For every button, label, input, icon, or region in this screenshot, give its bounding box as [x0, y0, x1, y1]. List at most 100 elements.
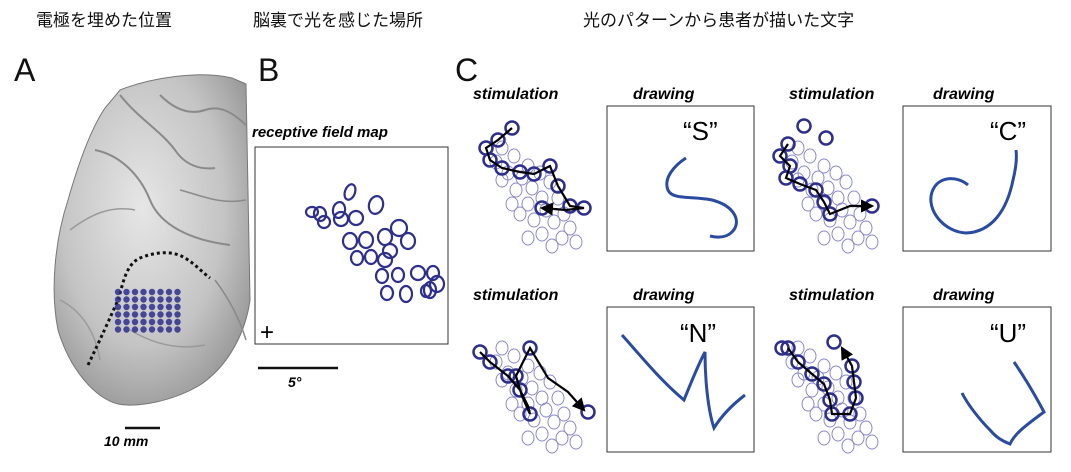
stim-label-2: stimulation: [789, 86, 875, 103]
stimulated-electrode: [472, 344, 488, 360]
electrode-outline: [557, 406, 571, 422]
electrode-outline: [817, 430, 831, 446]
stimulated-electrode: [500, 368, 516, 384]
electrode-dot: [165, 318, 173, 326]
electrode-dot: [123, 303, 130, 311]
electrode-dot: [123, 326, 130, 333]
stimulated-electrode: [504, 120, 520, 136]
electrode-outline: [513, 406, 527, 422]
electrode-dot: [140, 288, 147, 296]
electrode-outline: [805, 382, 819, 398]
electrode-dot: [123, 288, 130, 296]
receptive-field-ellipses: [304, 183, 446, 304]
drawing-letter-u: “U”: [990, 318, 1026, 348]
electrode-outline: [547, 414, 561, 430]
stimulation-sequence-arrow: [778, 143, 875, 216]
electrode-outline: [821, 180, 835, 196]
electrode-dot: [157, 288, 164, 296]
electrode-dot: [148, 318, 156, 326]
electrode-dot: [123, 318, 130, 326]
electrode-outline: [817, 230, 831, 246]
stim-label-4: stimulation: [789, 287, 875, 304]
draw-label-1: drawing: [633, 86, 695, 103]
receptive-field-ellipse: [343, 183, 357, 201]
electrode-dot: [148, 288, 156, 296]
receptive-field-frame: [254, 146, 449, 345]
electrode-outline: [563, 420, 577, 436]
electrode-outline: [505, 196, 519, 212]
electrode-dot: [140, 326, 147, 333]
electrode-outline: [555, 230, 569, 246]
draw-label-3: drawing: [633, 287, 695, 304]
stimulated-electrode: [790, 354, 806, 370]
electrode-outline: [563, 220, 577, 236]
electrode-dot: [148, 296, 156, 303]
electrode-dot: [114, 311, 122, 318]
panel-label-c: C: [455, 52, 479, 88]
electrode-dot: [148, 303, 156, 311]
electrode-dot: [114, 318, 122, 326]
stimulated-electrode: [490, 132, 506, 148]
receptive-field-ellipse: [399, 231, 417, 251]
electrode-dot: [140, 311, 147, 318]
stimulation-pattern-n: [472, 340, 596, 454]
electrode-dot: [123, 311, 130, 318]
header-patient-drawing: 光のパターンから患者が描いた文字: [583, 11, 855, 31]
header-perceived-location: 脳裏で光を感じた場所: [253, 11, 423, 31]
receptive-field-ellipse: [379, 284, 395, 302]
electrode-outline: [801, 396, 815, 412]
drawing-box-s: [606, 105, 755, 252]
receptive-field-ellipse: [347, 209, 365, 227]
electrode-dot: [114, 296, 122, 303]
stimulation-pattern-c: [772, 118, 880, 254]
electrode-outline: [865, 434, 879, 450]
receptive-field-ellipse: [357, 230, 375, 250]
electrode-outline: [505, 396, 519, 412]
electrode-dot: [148, 311, 156, 318]
receptive-field-ellipse: [381, 242, 399, 260]
receptive-field-ellipse: [374, 267, 390, 285]
electrode-dot: [157, 296, 164, 303]
electrode-dot: [157, 311, 164, 318]
electrode-outline: [829, 165, 843, 181]
receptive-field-ellipse: [363, 248, 379, 266]
electrode-dot: [157, 318, 164, 326]
electrode-outline: [843, 214, 857, 230]
electrode-outline: [809, 206, 823, 222]
stimulated-electrode: [796, 118, 812, 134]
electrode-dot: [131, 326, 139, 333]
drawing-box-u: [902, 306, 1052, 453]
drawing-letter-n: “N”: [680, 318, 716, 348]
stim-label-1: stimulation: [473, 86, 559, 103]
stimulated-electrode: [780, 340, 796, 356]
electrode-outline: [535, 426, 549, 442]
electrode-outline: [543, 374, 557, 390]
electrode-dot: [174, 296, 181, 303]
receptive-field-ellipse: [419, 283, 433, 299]
electrode-dot: [131, 303, 139, 311]
stimulation-sequence-arrow: [787, 346, 858, 416]
electrode-dot: [140, 296, 147, 303]
drawn-stroke-s: [665, 156, 738, 239]
electrode-dot: [131, 318, 139, 326]
receptive-field-ellipse: [341, 231, 359, 251]
electrode-outline: [527, 212, 541, 228]
drawing-box-n: [606, 306, 755, 453]
receptive-field-ellipse: [367, 195, 385, 215]
electrode-dot: [165, 288, 173, 296]
electrode-outline: [865, 234, 879, 250]
draw-label-2: drawing: [933, 86, 995, 103]
electrode-dot: [174, 303, 181, 311]
electrode-dot: [140, 318, 147, 326]
electrode-outline: [803, 148, 817, 164]
electrode-outline: [535, 226, 549, 242]
receptive-field-ellipse: [349, 249, 365, 267]
electrode-outline: [521, 196, 535, 212]
stimulated-electrode: [822, 206, 838, 222]
receptive-field-ellipse: [425, 264, 441, 282]
receptive-field-ellipse: [312, 205, 328, 223]
stimulated-electrode: [512, 382, 528, 398]
stimulated-electrode: [804, 366, 820, 382]
stimulated-electrode: [808, 182, 824, 198]
